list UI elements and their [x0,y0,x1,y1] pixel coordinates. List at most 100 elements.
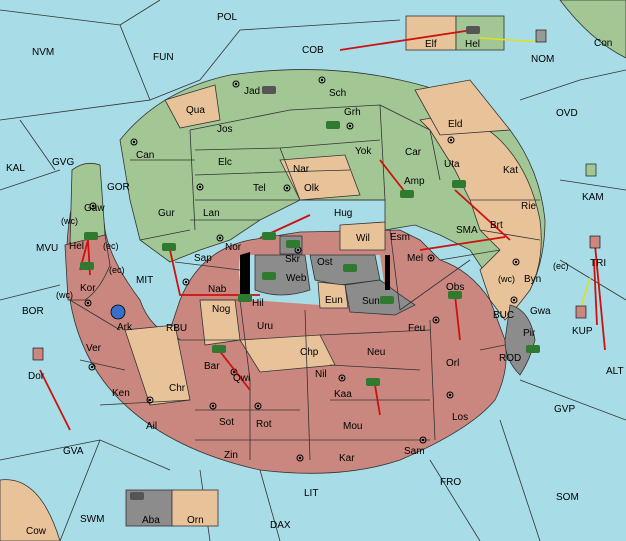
label-gor: GOR [107,182,130,193]
label-sap: Sap [194,253,212,264]
label-ark: Ark [117,322,133,333]
label-bar: Bar [204,361,220,372]
label-uru: Uru [257,321,273,332]
label-nog: Nog [212,304,230,315]
label-tel: Tel [253,183,266,194]
territory-qua[interactable] [164,84,221,129]
coast-label-3: (ec) [109,265,125,275]
label-swm: SWM [80,514,104,525]
label-rod: ROD [499,353,521,364]
label-hug: Hug [334,208,352,219]
label-tri: TRI [590,258,606,269]
label-gvp: GVP [554,404,575,415]
territory-eun[interactable] [317,281,349,309]
label-bor: BOR [22,306,44,317]
label-rie: Rie [521,201,536,212]
label-neu: Neu [367,347,385,358]
label-qua: Qua [186,105,205,116]
label-pir: Pir [523,328,536,339]
label-obs: Obs [446,282,464,293]
label-byn: Byn [524,274,541,285]
label-hil: Hil [252,298,264,309]
label-olk: Olk [304,183,320,194]
label-eld: Eld [448,119,462,130]
label-skr: Skr [285,254,301,265]
label-gaw: Gaw [84,203,105,214]
label-ovd: OVD [556,108,578,119]
label-ver: Ver [86,343,102,354]
label-can: Can [136,150,154,161]
label-sch: Sch [329,88,346,99]
label-rot: Rot [256,419,272,430]
coast-label-2: (ec) [103,241,119,251]
territory-hel-north[interactable] [455,15,505,51]
label-kar: Kar [339,453,355,464]
territory-olk[interactable] [279,154,361,201]
territory-gaw[interactable] [69,162,106,246]
label-nom: NOM [531,54,554,65]
label-uta: Uta [444,159,460,170]
label-orl: Orl [446,358,459,369]
label-nab: Nab [208,284,227,295]
label-ost: Ost [317,257,333,268]
label-chp: Chp [300,347,319,358]
territory-web[interactable] [254,254,311,296]
label-lit: LIT [304,488,318,499]
label-kal: KAL [6,163,25,174]
label-grh: Grh [344,107,361,118]
label-ken: Ken [112,388,130,399]
label-nil: Nil [315,369,327,380]
label-mvu: MVU [36,243,58,254]
label-esm: Esm [390,232,410,243]
coast-label-1: (wc) [61,216,78,226]
label-nar: Nar [293,164,310,175]
label-con: Con [594,38,612,49]
continent [64,69,546,474]
label-yok: Yok [355,146,372,157]
label-car: Car [405,147,422,158]
coast-label-4: (wc) [56,290,73,300]
territory-orn[interactable] [171,489,219,527]
coast-label-5: (wc) [498,274,515,284]
land-labels: Jad Sch Qua Grh Eld Jos Can Yok Car Elc … [28,39,551,526]
label-wil: Wil [356,233,370,244]
supply-centers [84,76,520,462]
label-lan: Lan [203,208,220,219]
label-som: SOM [556,492,579,503]
label-brt: Brt [490,220,503,231]
label-eun: Eun [325,295,343,306]
label-kaa: Kaa [334,389,352,400]
label-pol: POL [217,12,237,23]
label-elf: Elf [425,39,437,50]
label-alt: ALT [606,366,624,377]
label-qwi: Qwi [233,373,250,384]
label-dax: DAX [270,520,291,531]
label-ail: Ail [146,421,157,432]
label-gur: Gur [158,208,175,219]
label-cow: Cow [26,526,47,537]
label-gvg: GVG [52,157,74,168]
territory-eld[interactable] [414,79,511,136]
label-sot: Sot [219,417,234,428]
label-zin: Zin [224,450,238,461]
label-nvm: NVM [32,47,54,58]
label-fro: FRO [440,477,461,488]
label-kam: KAM [582,192,604,203]
label-kor: Kor [80,283,96,294]
label-amp: Amp [404,176,425,187]
label-elc: Elc [218,157,232,168]
label-sma: SMA [456,225,478,236]
label-orn: Orn [187,515,204,526]
territory-wil[interactable] [339,221,386,251]
territory-sun[interactable] [344,279,416,316]
label-dor: Dor [28,371,45,382]
territory-pir[interactable] [504,304,536,376]
coast-label-6: (ec) [553,261,569,271]
label-mou: Mou [343,421,362,432]
label-buc: BUC [493,310,514,321]
label-jad: Jad [244,86,260,97]
label-rbu: RBU [166,323,187,334]
coast-labels: (wc) (ec) (ec) (wc) (wc) (ec) [56,216,569,300]
label-sun: Sun [362,296,380,307]
